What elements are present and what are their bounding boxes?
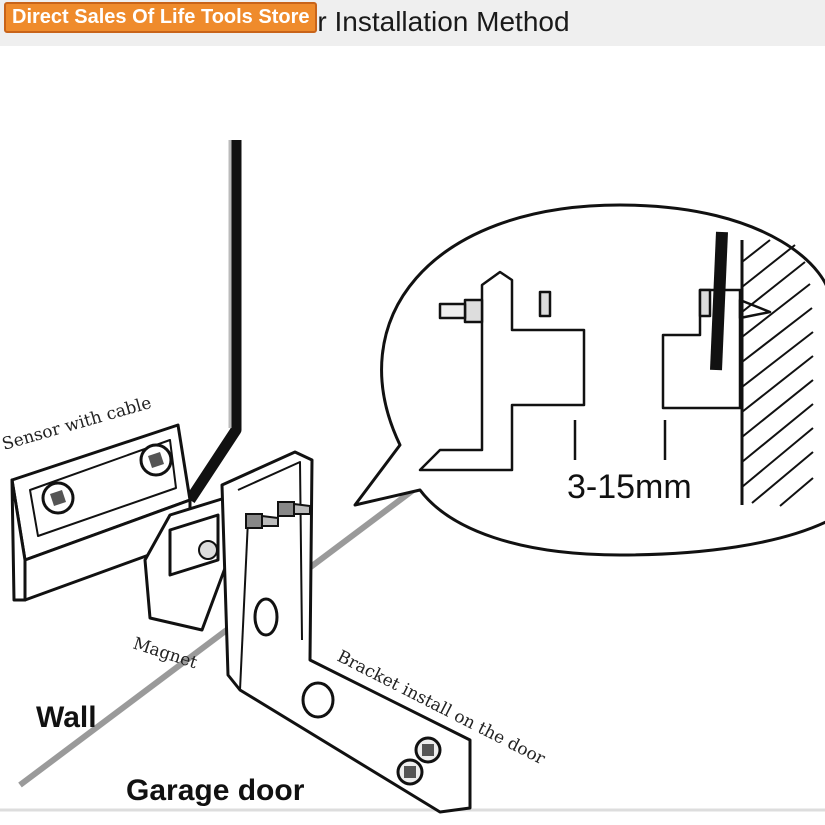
- detail-sensor-profile: [418, 270, 586, 472]
- label-gap: 3-15mm: [567, 468, 692, 506]
- door-screw-icon: [414, 736, 442, 764]
- sensor-cable: [185, 140, 242, 504]
- detail-cable: [710, 231, 728, 371]
- door-screw-icon: [396, 758, 424, 786]
- label-magnet: Magnet: [130, 634, 199, 674]
- bolt-icon: [245, 513, 279, 529]
- bolt-icon: [277, 501, 311, 517]
- l-bracket: [220, 450, 472, 814]
- detail-wall-hatch: [741, 239, 814, 507]
- label-garage-door: Garage door: [126, 774, 305, 807]
- bracket-hole: [301, 681, 335, 719]
- sensor-screw-icon: [139, 443, 173, 477]
- label-wall: Wall: [36, 701, 97, 734]
- sensor-screw-icon: [41, 481, 75, 515]
- bracket-hole: [253, 597, 279, 637]
- store-badge: Direct Sales Of Life Tools Store: [4, 2, 318, 33]
- magnet-block: [143, 496, 230, 632]
